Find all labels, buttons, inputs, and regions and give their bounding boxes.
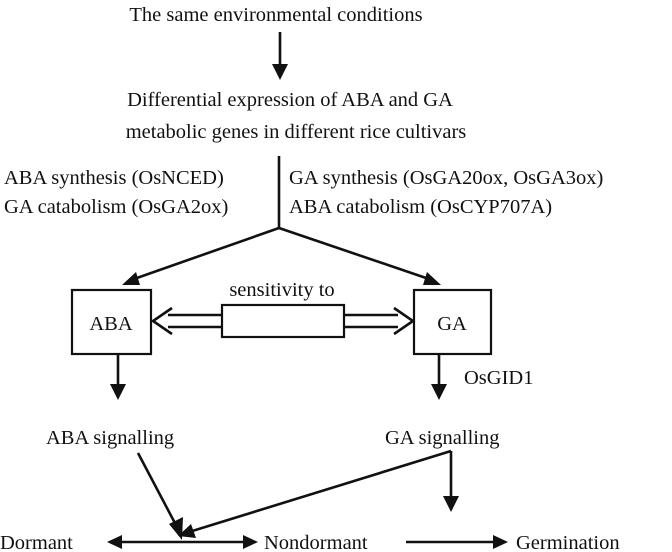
arrowhead-to-germination (493, 535, 508, 549)
title-environmental-conditions: The same environmental conditions (129, 4, 422, 26)
sensitivity-bar (220, 303, 346, 339)
differential-expression-line1: Differential expression of ABA and GA (127, 89, 453, 111)
aba-signalling-label: ABA signalling (46, 427, 174, 449)
arrowhead-ga-to-signalling (431, 384, 447, 400)
right-branch-ga-synthesis: GA synthesis (OsGA20ox, OsGA3ox) (289, 167, 603, 189)
arrowhead-aba-signalling-to-state (169, 517, 183, 540)
differential-expression-line2: metabolic genes in different rice cultiv… (126, 121, 467, 143)
sensitivity-arrowhead-right (393, 306, 416, 336)
arrowhead-split-to-ga (423, 272, 441, 285)
arrowhead-title-to-expression (272, 64, 288, 80)
arrow-ga-signalling-to-state (188, 449, 452, 534)
left-branch-aba-synthesis: ABA synthesis (OsNCED) (4, 167, 224, 189)
arrowhead-toward-dormant (107, 535, 122, 549)
state-nondormant-label: Nondormant (264, 532, 368, 552)
sensitivity-label: sensitivity to (229, 279, 334, 301)
arrow-split-to-aba (133, 226, 280, 281)
arrowhead-aba-to-signalling (110, 384, 126, 400)
arrowhead-toward-nondormant (243, 535, 258, 549)
aba-box (70, 288, 153, 356)
arrowhead-ga-signalling-to-state (178, 524, 196, 538)
sensitivity-arrowhead-left (150, 306, 173, 336)
arrowhead-split-to-aba (122, 272, 140, 285)
state-germination-label: Germination (516, 532, 620, 552)
state-dormant-label: Dormant (0, 532, 73, 552)
aba-box-label: ABA (89, 313, 132, 335)
receptor-osgid1-label: OsGID1 (464, 367, 533, 389)
left-branch-ga-catabolism: GA catabolism (OsGA2ox) (4, 196, 228, 218)
ga-signalling-label: GA signalling (385, 427, 499, 449)
right-branch-aba-catabolism: ABA catabolism (OsCYP707A) (289, 196, 552, 218)
arrow-split-to-ga (278, 226, 430, 281)
ga-box-label: GA (437, 313, 467, 335)
arrowhead-ga-signalling-to-germination (443, 496, 459, 512)
arrow-aba-signalling-to-state (136, 452, 179, 528)
ga-box (412, 288, 493, 356)
